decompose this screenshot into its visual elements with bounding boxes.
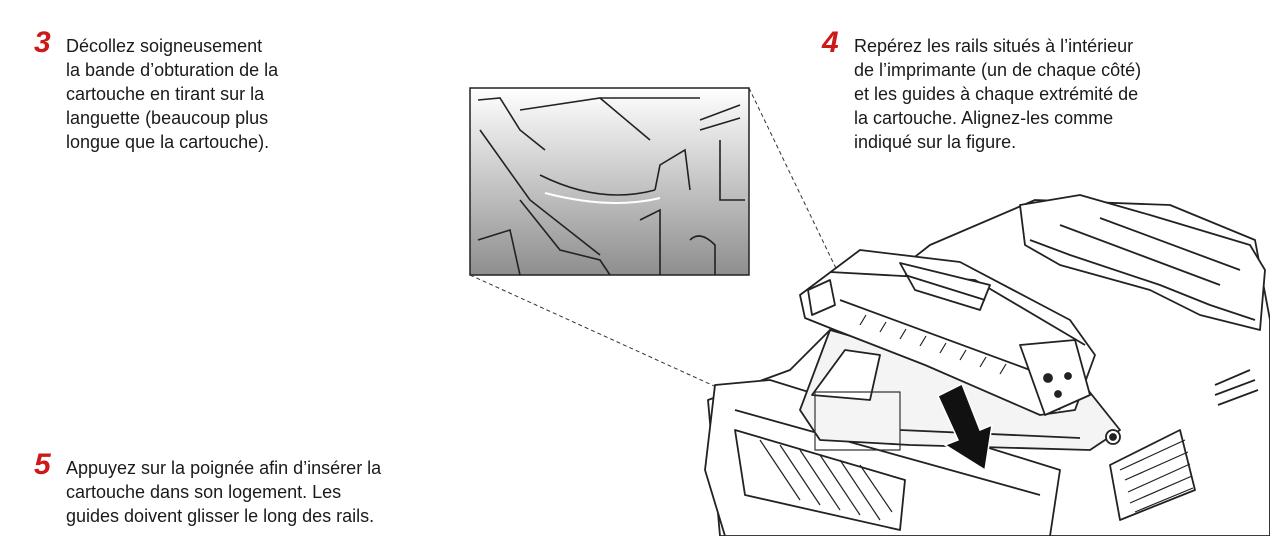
step-instruction: Appuyez sur la poignée afin d’insérer la… (66, 458, 382, 526)
step-instruction: Décollez soigneusement la bande d’obtura… (66, 36, 279, 152)
step-5: 5 Appuyez sur la poignée afin d’insérer … (34, 450, 464, 536)
step-number: 5 (34, 448, 51, 481)
insert-direction-arrow (937, 382, 993, 472)
step-number: 3 (34, 26, 51, 59)
step-number: 4 (822, 26, 839, 59)
step-4: 4 Repérez les rails situés à l’intérieur… (822, 28, 1242, 164)
step-instruction: Repérez les rails situés à l’intérieur d… (854, 36, 1142, 152)
step-3: 3 Décollez soigneusement la bande d’obtu… (34, 28, 394, 154)
rail-detail-inset (469, 87, 750, 276)
toner-cartridge (799, 249, 1096, 416)
printer-drawing (704, 194, 1270, 536)
